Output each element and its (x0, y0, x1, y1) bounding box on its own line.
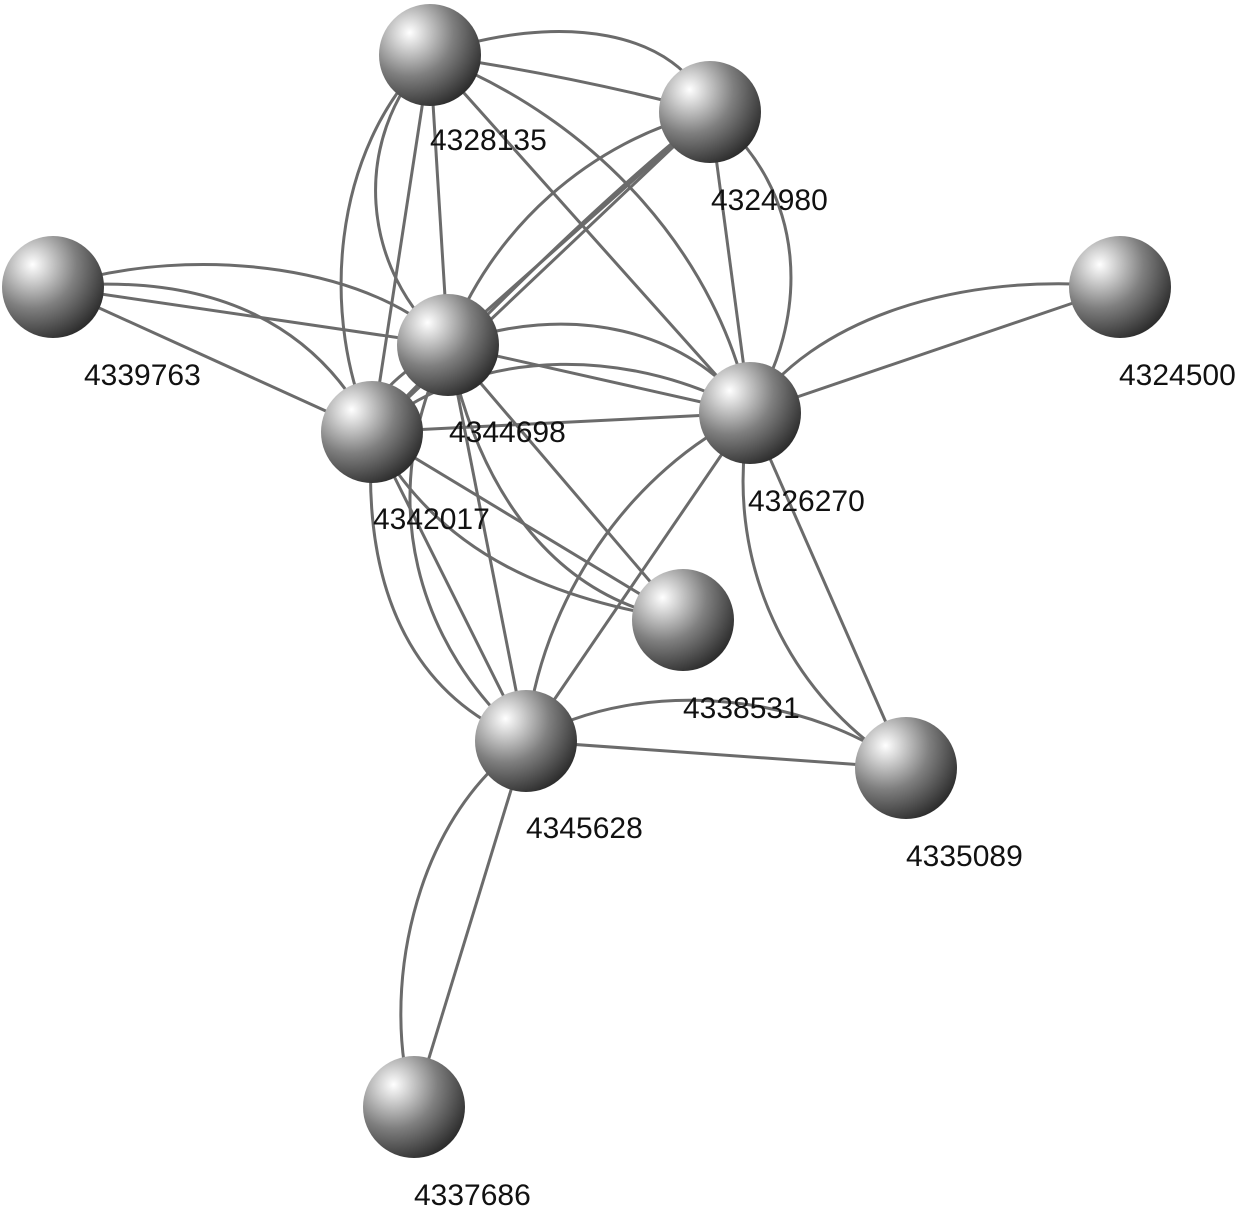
node-sphere (2, 236, 104, 338)
edge (446, 344, 528, 742)
node-label: 4338531 (683, 692, 800, 725)
edge (371, 362, 751, 434)
node-sphere (379, 4, 481, 106)
node-label: 4337686 (414, 1179, 531, 1211)
node-4344698[interactable] (397, 294, 499, 396)
node-sphere (475, 690, 577, 792)
node-sphere (699, 362, 801, 464)
edge (447, 343, 751, 415)
node-sphere (363, 1056, 465, 1158)
edge (428, 54, 752, 414)
edge (524, 411, 751, 742)
edge (741, 412, 907, 770)
node-label: 4342017 (373, 503, 490, 536)
node-label: 4324500 (1119, 359, 1236, 392)
edge (447, 110, 711, 347)
node-4345628[interactable]: 4345628 (475, 690, 643, 845)
edges (52, 30, 1121, 1108)
node-sphere (855, 717, 957, 819)
node-label: 4344698 (449, 416, 566, 449)
edge (446, 344, 685, 621)
edge (524, 412, 752, 742)
node-label: 4328135 (430, 124, 547, 157)
node-4338531[interactable] (632, 569, 734, 671)
edge (371, 411, 751, 434)
node-label: 4335089 (906, 840, 1023, 873)
node-sphere (1069, 236, 1171, 338)
node-4335089[interactable]: 4335089 (855, 717, 1023, 873)
node-label: 4339763 (84, 359, 201, 392)
node-label: 4326270 (748, 485, 865, 518)
node-4326270[interactable]: 4326270 (699, 362, 865, 518)
node-4324980[interactable]: 4324980 (659, 61, 828, 217)
node-4337686[interactable]: 4337686 (363, 1056, 531, 1211)
node-label: 4324980 (711, 184, 828, 217)
nodes: 4328135 4324980 4339763 4326270 4324500 (2, 4, 1236, 1211)
node-4342017[interactable] (321, 381, 423, 483)
edge (749, 285, 1121, 415)
edge (370, 431, 528, 742)
edge (408, 344, 527, 743)
edge (339, 53, 432, 433)
node-sphere (659, 61, 761, 163)
node-sphere (321, 381, 423, 483)
edge (370, 54, 432, 433)
edge (429, 53, 752, 414)
node-label: 4345628 (526, 812, 643, 845)
edge (52, 285, 373, 434)
node-4324500[interactable]: 4324500 (1069, 236, 1236, 392)
node-4328135[interactable]: 4328135 (379, 4, 547, 157)
edge (52, 285, 449, 347)
edge (399, 739, 527, 1108)
node-sphere (632, 569, 734, 671)
edge (748, 412, 908, 769)
node-sphere (397, 294, 499, 396)
node-4339763[interactable]: 4339763 (2, 236, 201, 392)
edge (525, 739, 907, 770)
edge (412, 740, 528, 1108)
